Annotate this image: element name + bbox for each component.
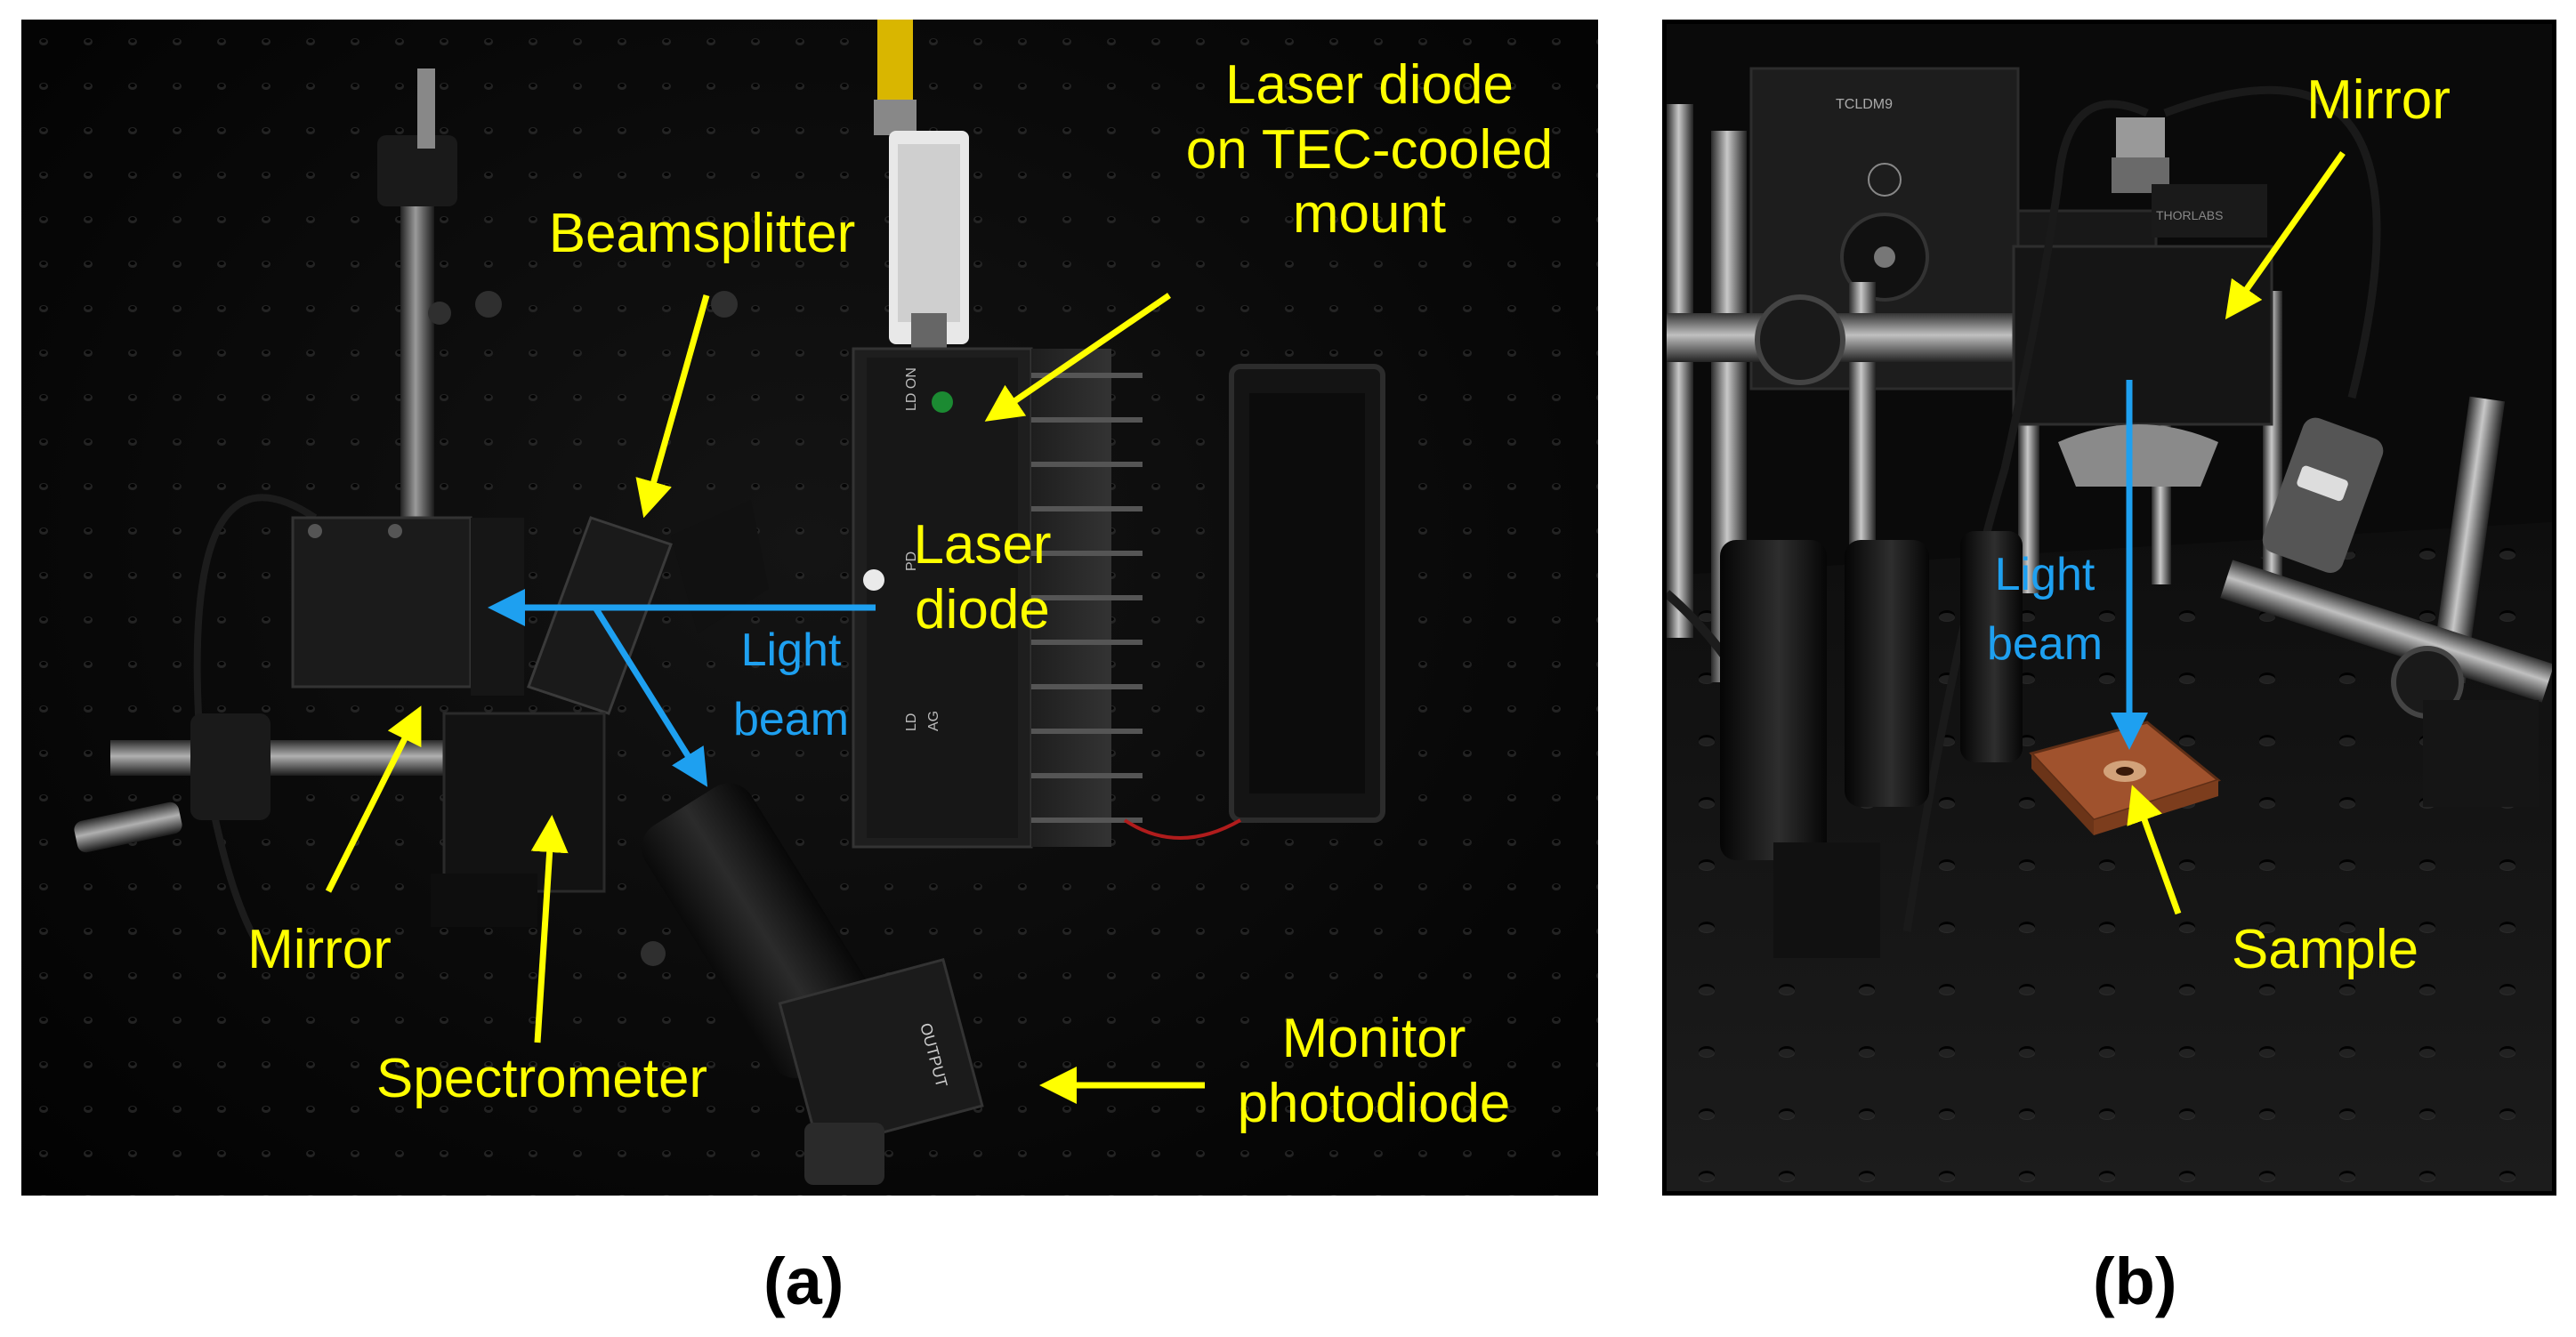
- led-indicator: [932, 391, 953, 413]
- laser-cable: [874, 20, 917, 135]
- label-laser-diode-mount: Laser diode on TEC-cooled mount: [1165, 53, 1574, 247]
- right-rod: [2220, 560, 2552, 703]
- label-laser-diode: Laser diode: [876, 513, 1089, 642]
- label-laser-diode-line1: Laser diode: [1224, 54, 1514, 116]
- screws: [428, 291, 738, 966]
- photodiode-tube: OUTPUT: [642, 783, 984, 1185]
- sensor-device: [2262, 417, 2384, 574]
- label-beam-line-b: beam: [1986, 618, 2104, 670]
- cylinder-right: [1960, 531, 2023, 762]
- label-sample: Sample: [2231, 919, 2419, 980]
- optical-setup-photo-b: TCLDM9 THORLABS: [1667, 24, 2552, 1191]
- label-mirror-a: Mirror: [247, 919, 392, 980]
- label-laser-diode-line3: mount: [1292, 183, 1447, 246]
- post-base: [1773, 842, 1880, 958]
- label-light-line-a: Light: [740, 624, 842, 676]
- label-light-line-b: Light: [1994, 549, 2096, 600]
- cable-b-2: [2163, 85, 2381, 399]
- label-laser-diode-line2: on TEC-cooled: [1185, 118, 1554, 181]
- post-far-right: [2429, 396, 2506, 684]
- ag-text: AG: [926, 711, 941, 731]
- ld-text: LD: [904, 713, 919, 731]
- label-diode-line: diode: [915, 578, 1050, 640]
- mirror-mount: [291, 516, 524, 696]
- right-base: [2423, 700, 2539, 807]
- label-spectrometer: Spectrometer: [375, 1048, 708, 1109]
- optical-setup-photo-a: LD ON PD LD AG: [21, 20, 1598, 1196]
- label-monitor-photodiode: Monitor photodiode: [1178, 1007, 1570, 1136]
- vertical-post: [377, 68, 457, 531]
- label-laser-line: Laser: [913, 514, 1052, 576]
- label-light-beam-b: Light beam: [1956, 540, 2134, 679]
- label-beam-line-a: beam: [732, 694, 850, 745]
- cylinder-mid: [1845, 540, 1929, 807]
- post-left-edge: [1667, 104, 1693, 638]
- cable-b-1: [1902, 100, 2149, 932]
- label-mirror-b: Mirror: [2306, 69, 2451, 131]
- fiber-cable: [193, 494, 318, 965]
- label-monitor-line: Monitor: [1281, 1008, 1466, 1069]
- cooling-fan: [1123, 364, 1385, 840]
- label-light-beam-a: Light beam: [702, 616, 880, 754]
- caption-b: (b): [2093, 1244, 2177, 1318]
- ld-on-text: LD ON: [904, 367, 919, 411]
- thorlabs-text: THORLABS: [2156, 208, 2223, 222]
- laser-diode-mount: LD ON PD LD AG: [852, 347, 1033, 849]
- label-beamsplitter: Beamsplitter: [548, 203, 856, 264]
- sample-holder: [2029, 721, 2222, 835]
- spectrometer-body: [431, 712, 606, 927]
- photo-panel-a: LD ON PD LD AG: [21, 20, 1598, 1196]
- caption-a: (a): [763, 1244, 844, 1318]
- cylinder-left: [1720, 540, 1827, 860]
- tcldm9-text: TCLDM9: [1836, 97, 1893, 112]
- photo-panel-b: TCLDM9 THORLABS: [1662, 20, 2556, 1196]
- pd-text: PD: [904, 552, 919, 571]
- horizontal-rod: [74, 713, 484, 853]
- label-photodiode-line: photodiode: [1237, 1072, 1511, 1134]
- white-connector: [889, 131, 969, 349]
